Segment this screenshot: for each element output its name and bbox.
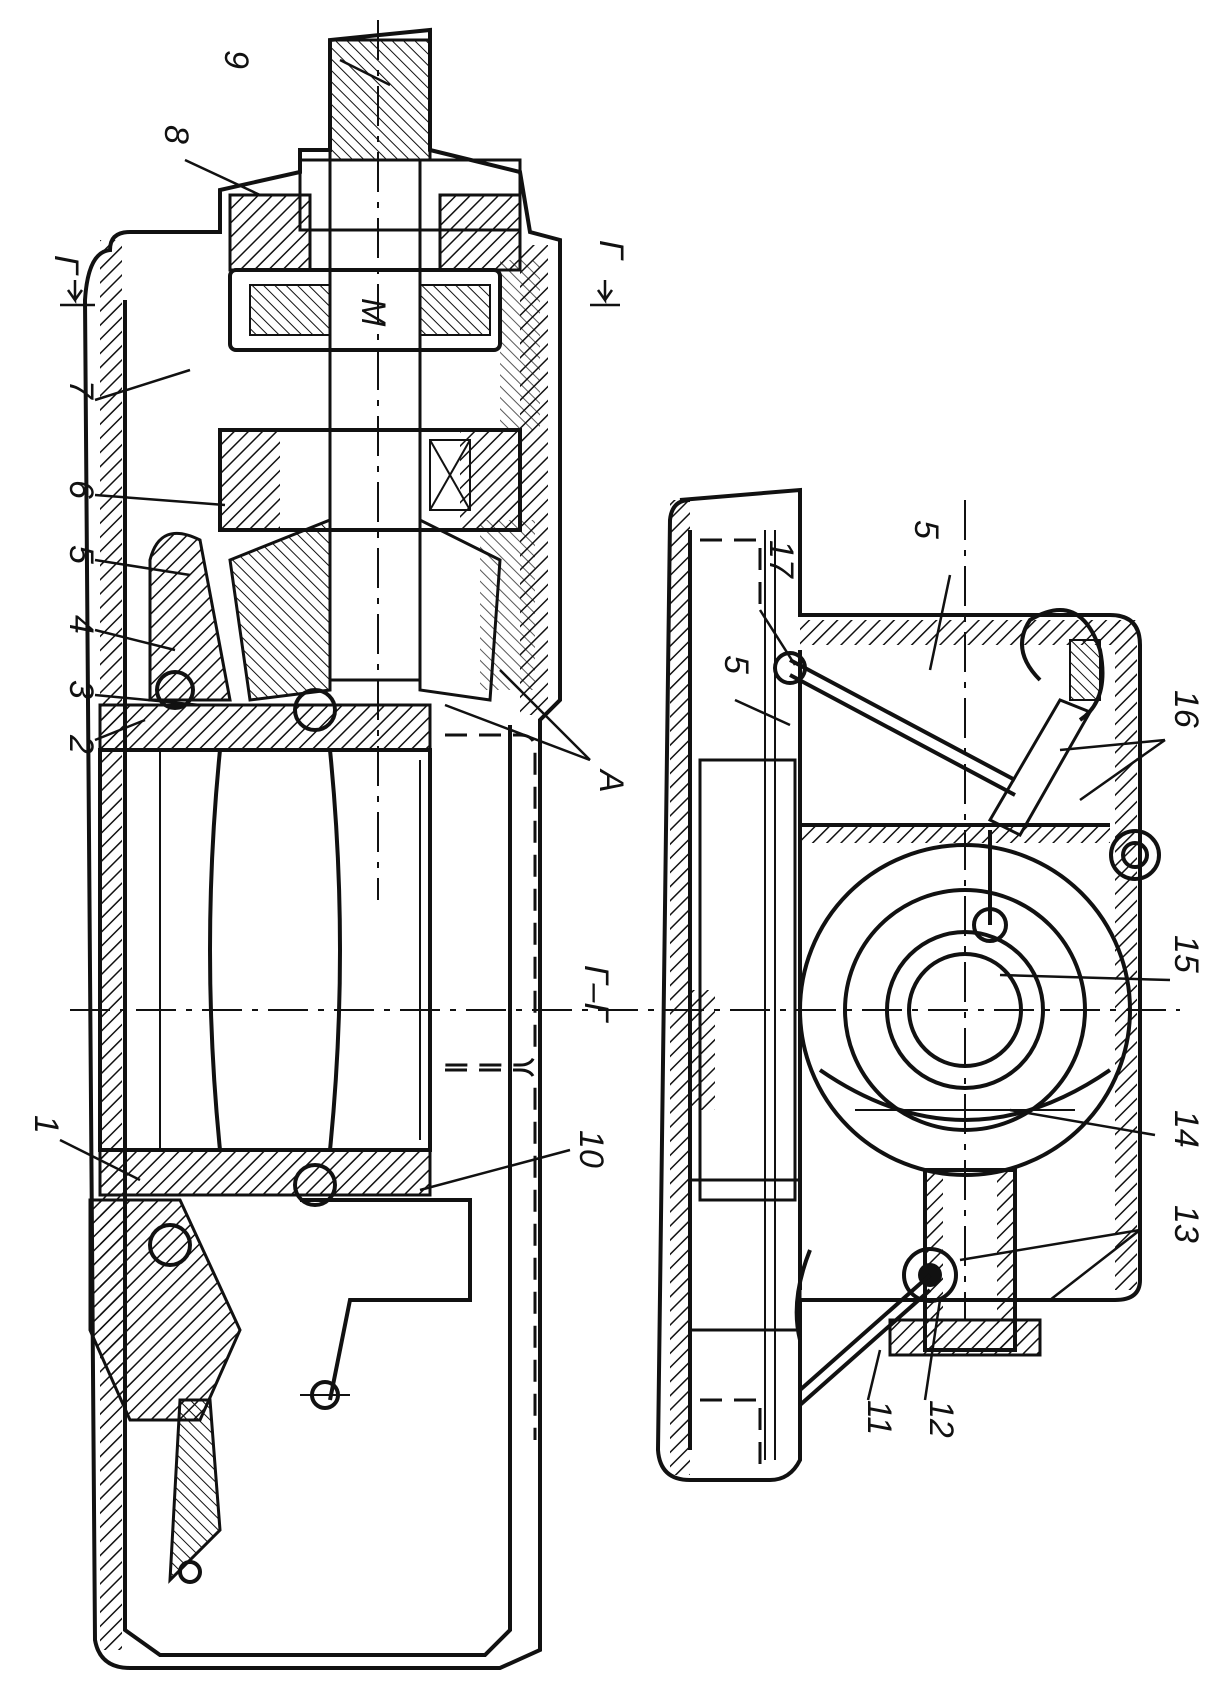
label-13: 13 <box>1167 1205 1205 1243</box>
label-A: A <box>592 768 630 793</box>
labels: 9 8 7 6 5 4 3 2 1 10 A M Г Г Г–Г 17 5 5 … <box>27 50 1205 1438</box>
label-15: 15 <box>1167 935 1205 973</box>
rod-16 <box>987 698 1093 837</box>
label-12: 12 <box>922 1400 960 1438</box>
cross-section-g-g <box>655 487 1161 1482</box>
drum <box>98 748 432 1152</box>
pivot-12 <box>902 1247 958 1303</box>
section-mark-left: Г <box>47 255 85 276</box>
label-9: 9 <box>217 50 255 69</box>
label-5-right: 5 <box>907 520 945 539</box>
label-5-mid: 5 <box>717 655 755 674</box>
upper-flange <box>98 703 432 752</box>
leader-lines <box>59 58 1171 1401</box>
label-1: 1 <box>27 1115 65 1134</box>
label-10: 10 <box>572 1130 610 1168</box>
oil-area-lower <box>480 520 535 690</box>
label-8: 8 <box>157 125 195 144</box>
label-11: 11 <box>860 1400 898 1435</box>
shaft-end-9 <box>328 38 432 162</box>
label-3: 3 <box>62 680 100 699</box>
label-16: 16 <box>1167 690 1205 728</box>
housing-wall-left <box>100 240 122 1650</box>
main-shaft <box>328 158 422 682</box>
label-4: 4 <box>62 615 100 634</box>
link-5 <box>789 658 1016 782</box>
section-title: Г–Г <box>577 965 615 1023</box>
housing-outline <box>82 27 562 1670</box>
oil-area-upper <box>500 260 540 430</box>
label-6: 6 <box>62 480 100 499</box>
lever-11 <box>798 1273 932 1392</box>
label-5-left: 5 <box>62 545 100 564</box>
label-17: 17 <box>762 540 800 579</box>
label-2: 2 <box>62 734 100 754</box>
label-M: M <box>354 298 392 327</box>
longitudinal-section <box>60 20 1180 1670</box>
section-mark-right: Г <box>592 240 630 261</box>
lower-flange <box>98 1148 432 1197</box>
label-14: 14 <box>1167 1110 1205 1148</box>
bevel-gear <box>228 517 332 702</box>
label-7: 7 <box>62 380 100 400</box>
